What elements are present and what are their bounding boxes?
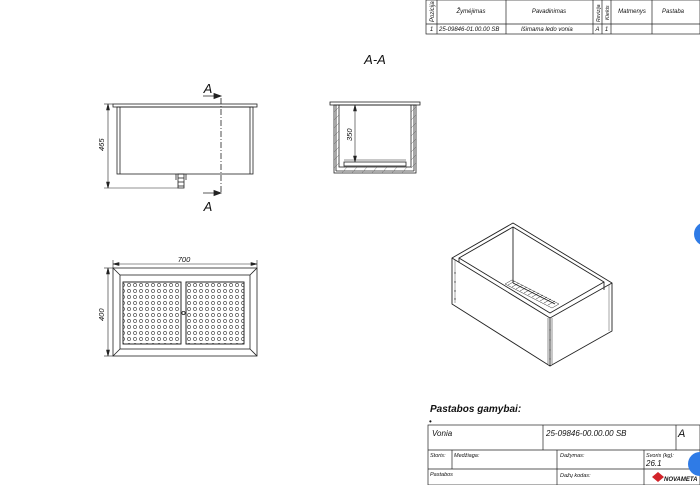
company-logo-text: NOVAMETA	[664, 477, 697, 483]
title-block-drawing-number: 25-09846-00.00.00 SB	[545, 429, 627, 438]
isometric-grate	[504, 279, 560, 309]
title-block	[427, 424, 700, 485]
title-block-weight-label: Svoris (kg):	[646, 453, 674, 459]
front-view	[112, 98, 258, 194]
dim-top-width	[112, 260, 258, 268]
bom-row-position: 1	[430, 27, 433, 33]
title-block-notes-label: Pastabos	[430, 472, 453, 478]
floating-action-button-bottom[interactable]	[688, 452, 700, 476]
isometric-view	[451, 222, 613, 367]
bom-header-notes: Pastaba	[662, 9, 685, 15]
floating-action-button-top[interactable]	[694, 222, 700, 246]
section-letter-top: A	[203, 81, 213, 96]
isometric-side-dots	[454, 272, 551, 360]
notes-title: Pastabos gamybai:	[430, 404, 521, 415]
bom-header-position: Pozicija	[430, 1, 436, 22]
bom-header-name: Pavadinimas	[532, 9, 566, 15]
dim-top-width-label: 700	[178, 255, 191, 264]
section-cut-marks	[203, 92, 223, 197]
title-block-revision: A	[677, 428, 685, 440]
bom-table	[425, 0, 700, 35]
notes-bullet: •	[429, 417, 432, 426]
title-block-thickness-label: Storis:	[430, 453, 446, 459]
title-block-paint-code-label: Dažų kodas:	[560, 473, 591, 479]
bom-header-dimensions: Matmenys	[618, 9, 646, 15]
section-view	[329, 101, 421, 174]
section-hatch	[333, 106, 417, 174]
dim-front-height	[104, 103, 178, 189]
section-title: A-A	[363, 52, 386, 67]
company-logo: NOVAMETA	[652, 472, 697, 483]
bom-row-revision: A	[594, 27, 599, 33]
dim-front-height-label: 465	[97, 138, 106, 151]
title-block-coating-label: Dažymas:	[560, 453, 585, 459]
title-block-weight-value: 26.1	[645, 459, 662, 468]
dim-top-depth	[104, 267, 113, 357]
title-block-material-label: Medžiaga:	[454, 453, 480, 459]
section-letter-bottom: A	[203, 199, 213, 214]
dim-section-depth-label: 350	[345, 128, 354, 141]
title-block-name: Vonia	[432, 429, 453, 438]
dim-top-depth-label: 400	[97, 308, 106, 321]
bom-row-name: Išimama ledo vonia	[521, 27, 573, 33]
bom-header-qty: Kiekis	[605, 5, 611, 20]
bom-header-designation: Žymėjimas	[455, 7, 485, 15]
dim-section-depth	[353, 104, 357, 163]
top-view	[112, 267, 258, 357]
bom-row-designation: 25-09846-01.00.00 SB	[438, 27, 499, 33]
bom-row-qty: 1	[605, 27, 608, 33]
bom-header-revision: Revizija	[596, 4, 602, 22]
